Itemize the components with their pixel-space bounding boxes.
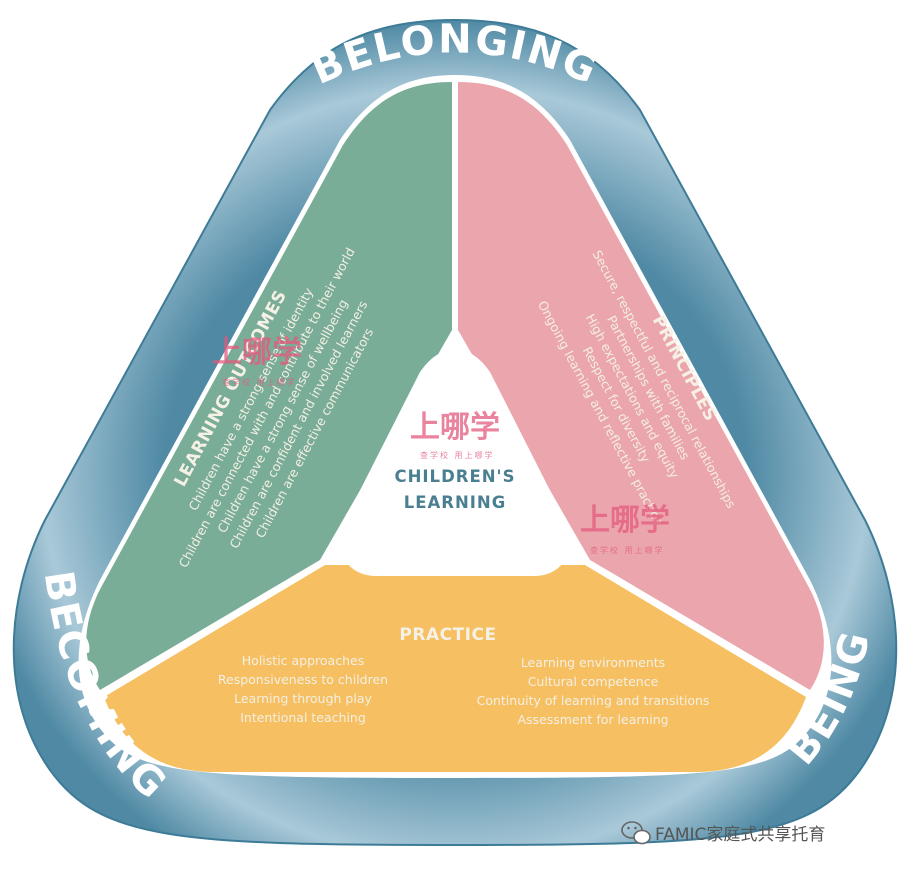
learning-outcomes-sector bbox=[86, 82, 452, 690]
center-title-line2: LEARNING bbox=[404, 493, 507, 512]
practice-left-item: Holistic approaches bbox=[242, 653, 364, 668]
practice-sector bbox=[104, 565, 806, 772]
practice-right-item: Learning environments bbox=[521, 655, 665, 670]
practice-right-item: Assessment for learning bbox=[517, 712, 668, 727]
practice-right-item: Cultural competence bbox=[528, 674, 659, 689]
practice-left-item: Learning through play bbox=[234, 691, 372, 706]
watermark: 上哪学 查学校 用上哪学 bbox=[580, 503, 670, 555]
svg-text:上哪学: 上哪学 bbox=[410, 410, 500, 445]
practice-left-item: Intentional teaching bbox=[240, 710, 366, 725]
footer-credit: FAMIC家庭式共享托育 bbox=[621, 821, 825, 845]
footer-source: FAMIC家庭式共享托育 bbox=[655, 825, 825, 845]
watermark: 上哪学 查学校 用上哪学 bbox=[212, 335, 302, 387]
watermark: 上哪学 查学校 用上哪学 bbox=[410, 410, 500, 460]
practice-right-item: Continuity of learning and transitions bbox=[477, 693, 710, 708]
svg-text:上哪学: 上哪学 bbox=[580, 503, 670, 538]
principles-sector bbox=[458, 82, 824, 690]
practice-left-item: Responsiveness to children bbox=[218, 672, 388, 687]
center-shape bbox=[339, 350, 571, 576]
practice-title: PRACTICE bbox=[399, 625, 496, 645]
center-title-line1: CHILDREN'S bbox=[395, 467, 516, 486]
svg-text:查学校 用上哪学: 查学校 用上哪学 bbox=[222, 377, 297, 387]
svg-text:上哪学: 上哪学 bbox=[212, 335, 302, 370]
svg-text:查学校 用上哪学: 查学校 用上哪学 bbox=[420, 450, 495, 460]
svg-text:查学校 用上哪学: 查学校 用上哪学 bbox=[590, 545, 665, 555]
wechat-icon bbox=[621, 821, 651, 845]
